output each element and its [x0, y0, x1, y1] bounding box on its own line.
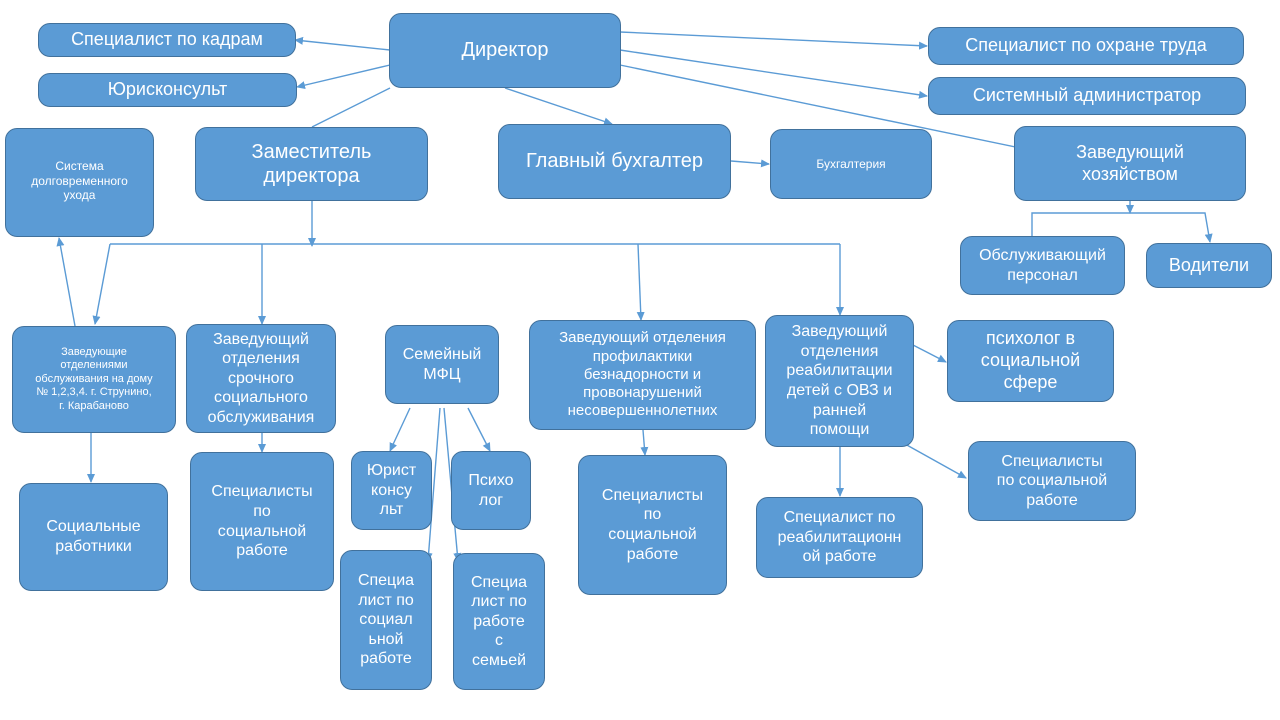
node-social-specialists-prevention: Специалисты по социальной работе	[578, 455, 727, 595]
connector-director-legal	[296, 64, 391, 90]
node-drivers: Водители	[1146, 243, 1272, 288]
node-psychologist-social: психолог в социальной сфере	[947, 320, 1114, 402]
connector-director-sysadmin	[619, 49, 928, 99]
connector-director-deputy	[311, 87, 391, 128]
node-legal-adviser: Юрисконсульт	[38, 73, 297, 107]
node-rehab-head: Заведующий отделения реабилитации детей …	[765, 315, 914, 447]
connector-director-hr	[294, 36, 391, 51]
node-safety-specialist: Специалист по охране труда	[928, 27, 1244, 65]
node-rehab-specialist: Специалист по реабилитационн ой работе	[756, 497, 923, 578]
node-chief-accountant: Главный бухгалтер	[498, 124, 731, 199]
node-deputy-director: Заместитель директора	[195, 127, 428, 201]
node-mfc-lawyer: Юрист консу льт	[351, 451, 432, 530]
node-mfc-psychologist: Психо лог	[451, 451, 531, 530]
node-accounting: Бухгалтерия	[770, 129, 932, 199]
connector-bus-prevention	[636, 243, 645, 321]
connector-mfc-psychologist	[467, 407, 491, 452]
connector-facilities-split	[1031, 212, 1213, 243]
connector-director-safety	[619, 31, 928, 50]
node-hr-specialist: Специалист по кадрам	[38, 23, 296, 57]
node-prevention-head: Заведующий отделения профилактики безнад…	[529, 320, 756, 430]
connector-prevention-specialists	[640, 429, 649, 456]
node-mfc-social-specialist: Специа лист по социал ьной работе	[340, 550, 432, 690]
node-social-workers: Социальные работники	[19, 483, 168, 591]
connector-rehab-psychologist	[912, 344, 947, 363]
node-social-specialists-rehab: Специалисты по социальной работе	[968, 441, 1136, 521]
node-director: Директор	[389, 13, 621, 88]
node-family-mfc: Семейный МФЦ	[385, 325, 499, 404]
node-social-specialists-urgent: Специалисты по социальной работе	[190, 452, 334, 591]
connector-accountant-accounting	[730, 159, 770, 168]
node-facilities-head: Заведующий хозяйством	[1014, 126, 1246, 201]
node-urgent-service-head: Заведующий отделения срочного социальног…	[186, 324, 336, 433]
node-service-staff: Обслуживающий персонал	[960, 236, 1125, 295]
node-sysadmin: Системный администратор	[928, 77, 1246, 115]
node-home-care-heads: Заведующие отделениями обслуживания на д…	[12, 326, 176, 433]
connector-bus-homecare	[92, 243, 111, 325]
connector-homecare-longterm	[56, 237, 76, 327]
connector-director-accountant	[504, 87, 613, 126]
connector-rehab-social	[904, 443, 967, 479]
connector-mfc-lawyer	[389, 407, 411, 452]
node-mfc-family-specialist: Специа лист по работе с семьей	[453, 553, 545, 690]
connector-mfc-social	[424, 407, 441, 562]
connector-director-facilities	[619, 64, 1031, 153]
node-longterm-care: Система долговременного ухода	[5, 128, 154, 237]
